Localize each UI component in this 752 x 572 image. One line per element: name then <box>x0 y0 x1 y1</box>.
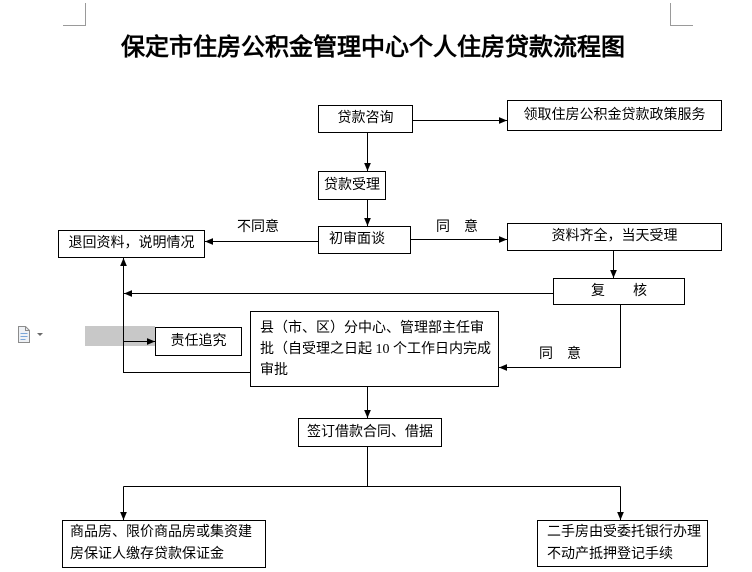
document-icon <box>18 326 30 343</box>
node-label: 复 核 <box>591 283 647 299</box>
node-label-line: 不动产抵押登记手续 <box>547 546 673 562</box>
paste-options-icon[interactable] <box>15 324 47 344</box>
document-fold <box>25 326 30 331</box>
node-accountability: 责任追究 <box>155 327 242 356</box>
node-label-line: 审批 <box>260 362 288 378</box>
node-label: 初审面谈 <box>329 232 385 247</box>
node-label: 签订借款合同、借据 <box>307 424 433 440</box>
node-label: 贷款受理 <box>324 177 380 193</box>
node-label: 责任追究 <box>170 333 227 349</box>
edge-label-interview-rejected: 不同意 <box>237 220 279 235</box>
node-initial-interview: 初审面谈 <box>318 226 411 254</box>
node-sign-contract: 签订借款合同、借据 <box>298 418 442 447</box>
crop-mark-top-right <box>670 3 693 26</box>
node-materials-complete: 资料齐全，当天受理 <box>507 223 722 251</box>
node-label-line: 县（市、区）分中心、管理部主任审 <box>260 320 484 336</box>
node-label-line: 二手房由受委托银行办理 <box>547 524 701 540</box>
node-loan-acceptance: 贷款受理 <box>318 171 386 200</box>
node-label-line: 商品房、限价商品房或集资建 <box>70 525 252 540</box>
crop-mark-top-left <box>63 3 86 26</box>
node-new-housing-guarantee: 商品房、限价商品房或集资建 房保证人缴存贷款保证金 <box>62 520 266 568</box>
node-second-hand-mortgage: 二手房由受委托银行办理 不动产抵押登记手续 <box>537 520 708 567</box>
edge-label-interview-approved: 同 意 <box>436 220 478 235</box>
node-label: 贷款咨询 <box>337 111 394 126</box>
node-label-line: 批（自受理之日起 10 个工作日内完成 <box>260 341 491 357</box>
node-label-line: 房保证人缴存贷款保证金 <box>70 547 224 562</box>
edge-label-review-approved: 同 意 <box>539 347 581 362</box>
node-label: 资料齐全，当天受理 <box>551 229 678 244</box>
node-policy-service: 领取住房公积金贷款政策服务 <box>507 100 722 131</box>
node-review: 复 核 <box>553 278 685 305</box>
node-return-materials: 退回资料，说明情况 <box>58 230 205 258</box>
paste-options-button[interactable] <box>15 324 47 344</box>
node-loan-consultation: 贷款咨询 <box>318 105 413 133</box>
node-branch-approval: 县（市、区）分中心、管理部主任审 批（自受理之日起 10 个工作日内完成 审批 <box>250 311 499 387</box>
node-label: 退回资料，说明情况 <box>68 236 195 251</box>
chevron-down-icon[interactable] <box>37 333 43 336</box>
page-title: 保定市住房公积金管理中心个人住房贷款流程图 <box>121 34 625 61</box>
gray-highlight-block <box>85 326 155 346</box>
node-label: 领取住房公积金贷款政策服务 <box>523 107 706 123</box>
